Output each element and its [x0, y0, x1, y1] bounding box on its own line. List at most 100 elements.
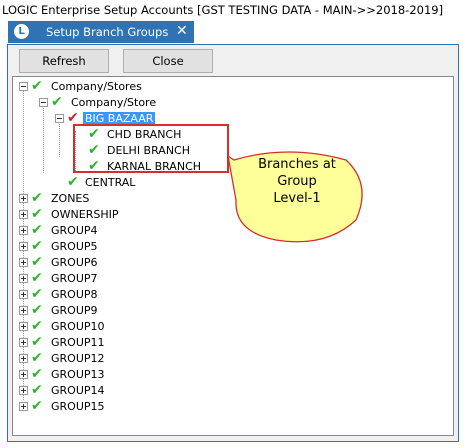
expand-icon[interactable] — [19, 274, 28, 283]
annotation-line: Branches at — [258, 157, 336, 172]
tree-node-group[interactable]: ✔ GROUP4 — [13, 222, 453, 239]
tree-node-label: GROUP13 — [51, 368, 105, 381]
tree-node-label: GROUP4 — [51, 224, 98, 237]
checkmark-icon[interactable]: ✔ — [51, 94, 63, 110]
tree-node-big-bazaar[interactable]: ✔ BIG BAZAAR — [13, 110, 453, 127]
tree-node-group[interactable]: ✔ OWNERSHIP — [13, 206, 453, 223]
tree-node-label: GROUP11 — [51, 336, 105, 349]
annotation-callout — [228, 151, 363, 243]
tree-node-label: DELHI BRANCH — [107, 144, 191, 157]
annotation-text: Branches at Group Level-1 — [230, 156, 364, 207]
tree-node-group[interactable]: ✔ GROUP14 — [13, 382, 453, 399]
tree-node-group[interactable]: ✔ GROUP5 — [13, 238, 453, 255]
collapse-icon[interactable] — [19, 82, 28, 91]
tree-node-label: GROUP9 — [51, 304, 98, 317]
checkmark-icon[interactable]: ✔ — [31, 222, 43, 238]
tree-node-group[interactable]: ✔ GROUP10 — [13, 318, 453, 335]
tree-node-group[interactable]: ✔ GROUP9 — [13, 302, 453, 319]
checkmark-icon[interactable]: ✔ — [88, 142, 100, 158]
tree-node-group[interactable]: ✔ GROUP15 — [13, 398, 453, 415]
tree-node-label: CHD BRANCH — [107, 128, 182, 141]
tree-node-label: Company/Stores — [51, 80, 142, 93]
expand-icon[interactable] — [19, 386, 28, 395]
callout-bubble — [228, 151, 363, 243]
tree-node-central[interactable]: ✔ CENTRAL — [13, 174, 453, 191]
tree-node-branch[interactable]: ✔ KARNAL BRANCH — [13, 158, 453, 175]
checkmark-icon[interactable]: ✔ — [31, 286, 43, 302]
collapse-icon[interactable] — [55, 114, 64, 123]
checkmark-icon[interactable]: ✔ — [88, 126, 100, 142]
tree-node-label: GROUP12 — [51, 352, 105, 365]
tree-node-label: GROUP10 — [51, 320, 105, 333]
branches-highlight-box — [73, 124, 229, 173]
tree-node-label: ZONES — [51, 192, 90, 205]
checkmark-icon[interactable]: ✔ — [31, 254, 43, 270]
checkmark-icon[interactable]: ✔ — [31, 78, 43, 94]
tree-node-branch[interactable]: ✔ DELHI BRANCH — [13, 142, 453, 159]
expand-icon[interactable] — [19, 242, 28, 251]
expand-icon[interactable] — [19, 194, 28, 203]
expand-icon[interactable] — [19, 354, 28, 363]
tree-node-group[interactable]: ✔ ZONES — [13, 190, 453, 207]
expand-icon[interactable] — [19, 338, 28, 347]
checkmark-icon[interactable]: ✔ — [31, 302, 43, 318]
tab-setup-branch-groups[interactable]: L Setup Branch Groups ✕ — [8, 21, 194, 43]
checkmark-icon[interactable]: ✔ — [31, 382, 43, 398]
tree-node-group[interactable]: ✔ GROUP12 — [13, 350, 453, 367]
expand-icon[interactable] — [19, 226, 28, 235]
expand-icon[interactable] — [19, 322, 28, 331]
tab-label: Setup Branch Groups — [46, 25, 169, 39]
checkmark-icon[interactable]: ✔ — [31, 318, 43, 334]
tree-node-label: Company/Store — [71, 96, 157, 109]
checkmark-icon[interactable]: ✔ — [31, 350, 43, 366]
checkmark-icon[interactable]: ✔ — [88, 158, 100, 174]
window-titlebar: LOGIC Enterprise Setup Accounts [GST TES… — [0, 0, 466, 20]
tree-node-company-store[interactable]: ✔ Company/Store — [13, 94, 453, 111]
tree-node-company-stores[interactable]: ✔ Company/Stores — [13, 78, 453, 95]
tree-node-label: GROUP15 — [51, 400, 105, 413]
branch-group-tree[interactable]: ✔ Company/Stores ✔ Company/Store ✔ BIG B… — [12, 76, 454, 436]
tree-node-group[interactable]: ✔ GROUP11 — [13, 334, 453, 351]
checkmark-icon[interactable]: ✔ — [31, 334, 43, 350]
expand-icon[interactable] — [19, 210, 28, 219]
partial-checkmark-icon[interactable]: ✔ — [67, 110, 79, 126]
logic-app-icon: L — [14, 24, 29, 39]
checkmark-icon[interactable]: ✔ — [67, 174, 79, 190]
checkmark-icon[interactable]: ✔ — [31, 270, 43, 286]
tree-node-label: GROUP14 — [51, 384, 105, 397]
tree-node-group[interactable]: ✔ GROUP7 — [13, 270, 453, 287]
tree-node-label: CENTRAL — [85, 176, 136, 189]
checkmark-icon[interactable]: ✔ — [31, 190, 43, 206]
expand-icon[interactable] — [19, 306, 28, 315]
expand-icon[interactable] — [19, 370, 28, 379]
tree-node-label: BIG BAZAAR — [83, 112, 156, 126]
tree-connector — [43, 99, 44, 173]
tree-node-group[interactable]: ✔ GROUP8 — [13, 286, 453, 303]
annotation-line: Group — [277, 174, 317, 189]
expand-icon[interactable] — [19, 402, 28, 411]
checkmark-icon[interactable]: ✔ — [31, 398, 43, 414]
tree-node-label: OWNERSHIP — [51, 208, 119, 221]
checkmark-icon[interactable]: ✔ — [31, 366, 43, 382]
expand-icon[interactable] — [19, 258, 28, 267]
annotation-line: Level-1 — [273, 191, 321, 206]
window-title: LOGIC Enterprise Setup Accounts [GST TES… — [2, 3, 444, 17]
tree-node-branch[interactable]: ✔ CHD BRANCH — [13, 126, 453, 143]
close-button[interactable]: Close — [123, 49, 213, 73]
tree-connector — [59, 115, 60, 157]
tree-node-label: GROUP6 — [51, 256, 98, 269]
tree-node-label: GROUP5 — [51, 240, 98, 253]
content-panel: Refresh Close ✔ Company/Stores ✔ Company… — [7, 44, 459, 442]
tree-node-group[interactable]: ✔ GROUP6 — [13, 254, 453, 271]
checkmark-icon[interactable]: ✔ — [31, 206, 43, 222]
refresh-button[interactable]: Refresh — [19, 49, 109, 73]
tree-node-group[interactable]: ✔ GROUP13 — [13, 366, 453, 383]
close-tab-icon[interactable]: ✕ — [176, 23, 188, 39]
tab-strip: L Setup Branch Groups ✕ — [0, 20, 466, 44]
checkmark-icon[interactable]: ✔ — [31, 238, 43, 254]
tree-node-label: GROUP8 — [51, 288, 98, 301]
tree-node-label: KARNAL BRANCH — [107, 160, 202, 173]
expand-icon[interactable] — [19, 290, 28, 299]
tree-node-label: GROUP7 — [51, 272, 98, 285]
collapse-icon[interactable] — [39, 98, 48, 107]
